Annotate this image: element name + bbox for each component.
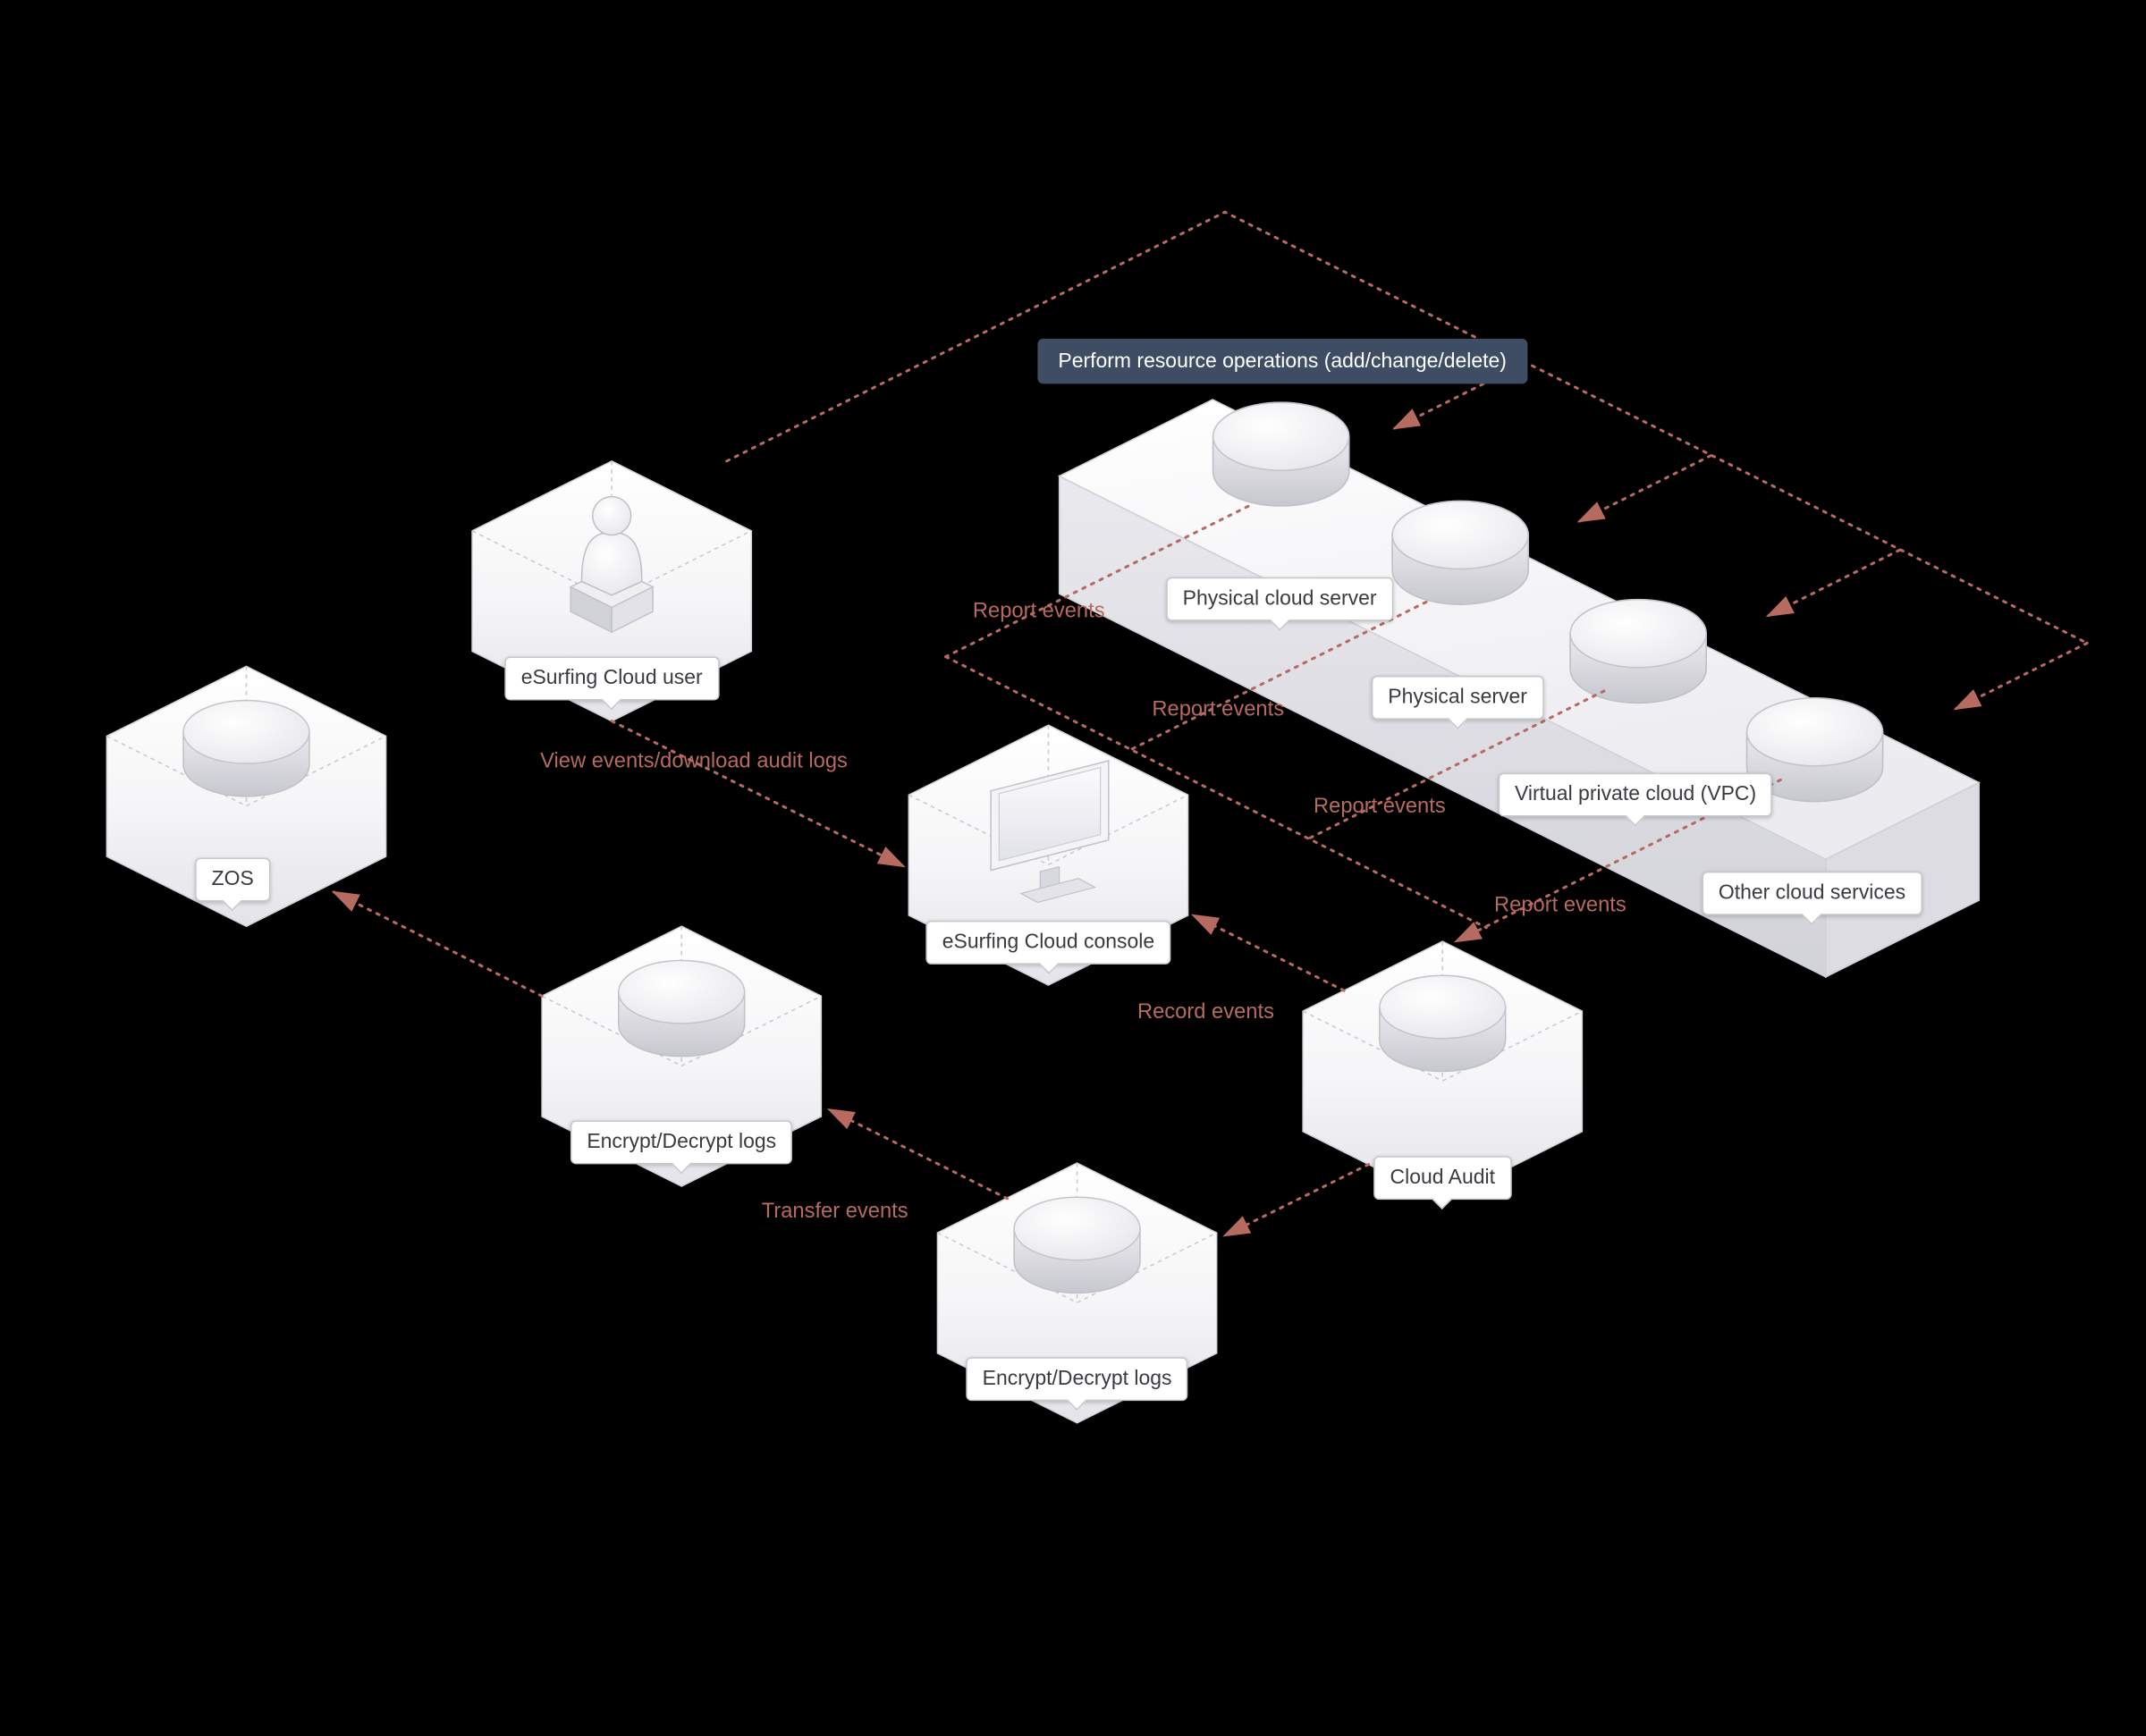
disk-icon	[182, 699, 310, 797]
edge-report-events-2	[1128, 600, 1428, 752]
edge-perform-branch-2	[1576, 454, 1712, 523]
label-zos: ZOS	[195, 857, 271, 902]
label-other-cloud-services: Other cloud services	[1702, 871, 1922, 916]
vpc-disk-icon	[1569, 598, 1707, 704]
edge-report-events-3	[1306, 689, 1606, 840]
edge-encrypt-logs-to-zos	[331, 890, 544, 998]
label-encrypt-decrypt-logs-bottom: Encrypt/Decrypt logs	[966, 1357, 1188, 1402]
user-icon	[569, 495, 655, 634]
edge-label-report-events-1: Report events	[972, 599, 1105, 623]
disk-icon	[618, 959, 746, 1058]
label-virtual-private-cloud: Virtual private cloud (VPC)	[1498, 772, 1773, 817]
label-encrypt-decrypt-logs-left: Encrypt/Decrypt logs	[570, 1120, 793, 1165]
edge-label-report-events-2: Report events	[1152, 697, 1285, 721]
physical-cloud-server-disk-icon	[1212, 401, 1350, 507]
label-cloud-audit: Cloud Audit	[1373, 1156, 1512, 1201]
edge-label-record-events: Record events	[1136, 999, 1274, 1024]
edge-audit-to-encrypt-logs	[1222, 1163, 1371, 1237]
physical-server-disk-icon	[1391, 500, 1530, 605]
label-physical-cloud-server: Physical cloud server	[1166, 577, 1393, 622]
edge-label-report-events-3: Report events	[1313, 795, 1446, 819]
node-esurfing-cloud-console	[908, 724, 1189, 986]
edge-report-events-1	[944, 504, 1250, 659]
edge-label-view-events: View events/download audit logs	[540, 749, 848, 773]
connectors	[331, 210, 2089, 1237]
edge-record-events	[1190, 914, 1346, 992]
edge-label-report-events-4: Report events	[1494, 893, 1626, 917]
edge-perform-branch-4	[1953, 641, 2089, 711]
edge-perform-branch-3	[1765, 548, 1902, 618]
node-esurfing-cloud-user	[471, 460, 753, 722]
edge-transfer-events	[826, 1108, 1010, 1201]
disk-icon	[1013, 1196, 1141, 1294]
disk-icon	[1379, 974, 1507, 1073]
label-esurfing-cloud-console: eSurfing Cloud console	[925, 920, 1171, 965]
perform-operations-badge: Perform resource operations (add/change/…	[1037, 338, 1527, 384]
monitor-icon	[990, 760, 1110, 904]
edge-label-transfer-events: Transfer events	[761, 1200, 908, 1224]
label-esurfing-cloud-user: eSurfing Cloud user	[504, 656, 720, 701]
edge-view-events	[610, 720, 906, 868]
edge-perform-operations-main	[725, 210, 2089, 645]
label-physical-server: Physical server	[1371, 675, 1544, 721]
